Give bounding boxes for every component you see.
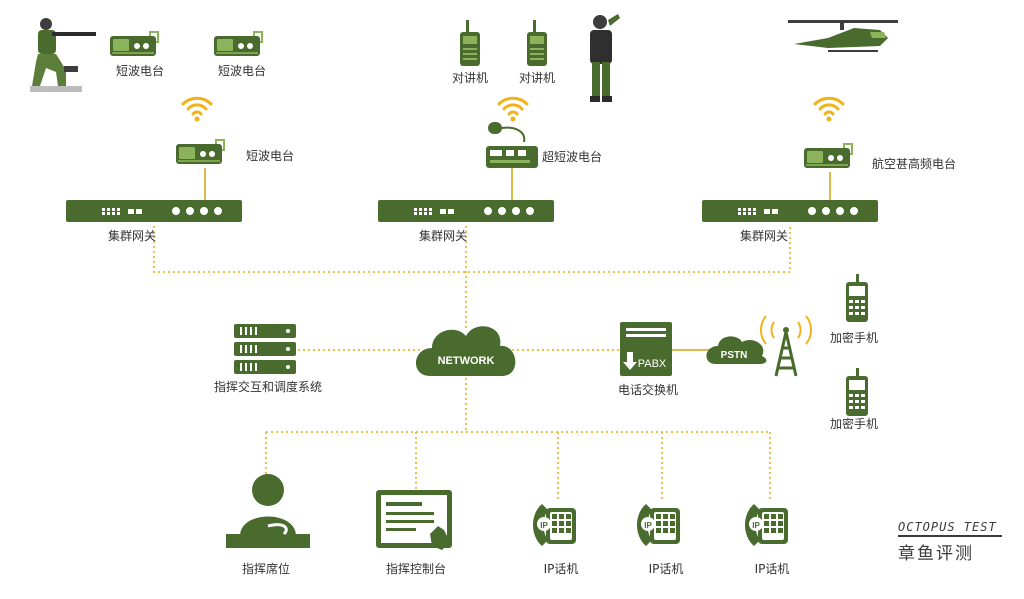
pstn-label: PSTN [721, 350, 748, 361]
uhf-radio-label: 超短波电台 [542, 150, 603, 164]
gateway-label: 集群网关 [107, 229, 157, 243]
radio-icon [486, 122, 538, 168]
console-icon [376, 490, 452, 550]
ip-phone-label: IP话机 [754, 562, 790, 576]
solid-connectors [204, 168, 831, 351]
walkie-talkie-label: 对讲机 [451, 71, 489, 85]
soldier-standing-icon [590, 14, 620, 102]
walkie-talkie-icon [527, 20, 547, 66]
brand-cn: 章鱼评测 [898, 544, 974, 564]
tower-icon [759, 315, 813, 377]
wifi-icon [497, 96, 529, 123]
server-icon [234, 324, 296, 374]
wifi-icon [181, 96, 213, 123]
mobile-phone-icon [846, 368, 868, 416]
mobile-phone-icon [846, 274, 868, 322]
mobile-label: 加密手机 [830, 331, 879, 345]
radio-icon [213, 31, 263, 57]
gateway-icon [66, 200, 242, 222]
helicopter-icon [788, 20, 898, 52]
pbx-label: 电话交换机 [617, 383, 679, 397]
mobile-label: 加密手机 [830, 417, 879, 431]
radio-icon [109, 31, 159, 57]
gateway-icon [378, 200, 554, 222]
pbx-icon [620, 322, 672, 376]
brand-watermark: OCTOPUS TEST 章鱼评测 [898, 520, 1002, 564]
hf-radio-label: 短波电台 [217, 64, 267, 78]
command-system-label: 指挥交互和调度系统 [213, 380, 323, 394]
wifi-icon [813, 96, 845, 123]
ip-badge: IP [540, 521, 548, 530]
pstn-cloud-icon [706, 336, 767, 364]
walkie-talkie-icon [460, 20, 480, 66]
seat-label: 指挥席位 [241, 562, 291, 576]
radio-icon [175, 139, 225, 165]
soldier-kneeling-icon [30, 18, 96, 92]
cloud-icon [415, 326, 516, 376]
console-label: 指挥控制台 [385, 562, 447, 576]
hf-radio-label: 短波电台 [246, 149, 295, 163]
gateway-label: 集群网关 [739, 229, 789, 243]
gateway-icon [702, 200, 878, 222]
network-label: NETWORK [438, 355, 495, 367]
gateway-label: 集群网关 [418, 229, 468, 243]
ip-badge: IP [752, 521, 760, 530]
ip-phone-label: IP话机 [543, 562, 579, 576]
ip-phone-label: IP话机 [648, 562, 684, 576]
walkie-talkie-label: 对讲机 [518, 71, 556, 85]
dotted-connectors [153, 226, 791, 500]
hf-radio-label: 短波电台 [115, 64, 165, 78]
ip-badge: IP [644, 521, 652, 530]
brand-en: OCTOPUS TEST [898, 520, 1002, 537]
radio-icon [803, 143, 853, 169]
vhf-air-radio-label: 航空甚高频电台 [872, 157, 957, 171]
pbx-box-text: PABX [638, 358, 667, 370]
operator-icon [226, 474, 310, 548]
